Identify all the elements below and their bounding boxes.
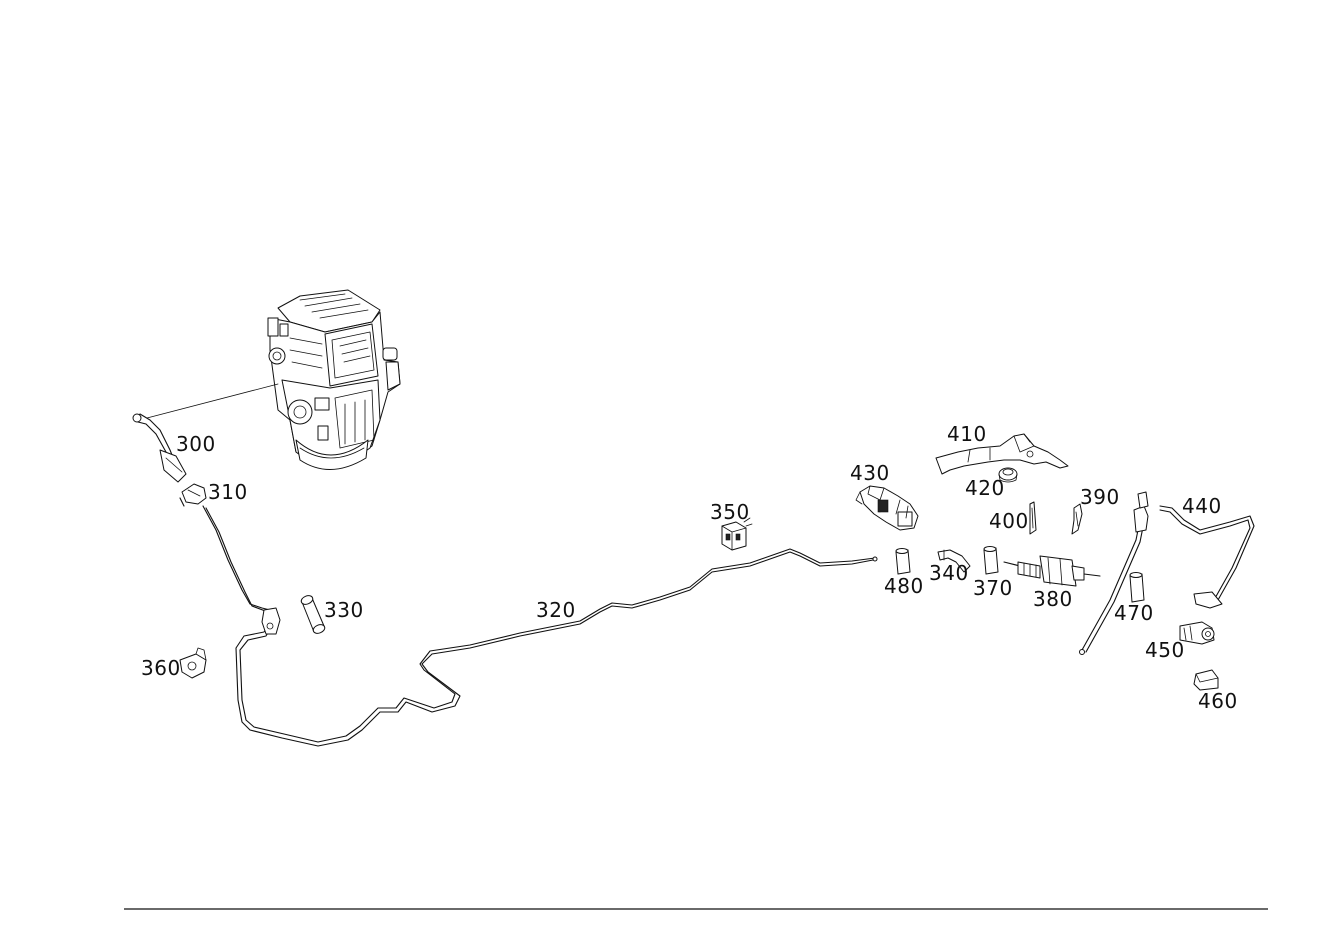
label-310: 310 [208,480,248,504]
part-450-glyph [1179,621,1215,645]
part-300-glyph [132,413,187,483]
label-440: 440 [1182,494,1222,518]
label-400: 400 [989,509,1029,533]
label-420: 420 [965,476,1005,500]
label-300: 300 [176,432,216,456]
part-410-glyph [935,433,1069,475]
part-480-glyph [895,548,911,575]
part-360-glyph [179,647,207,679]
rod-assembly [1079,491,1149,655]
part-420-glyph [998,467,1018,483]
label-390: 390 [1080,485,1120,509]
label-370: 370 [973,576,1013,600]
part-310-glyph [179,483,207,507]
heater-unit [146,289,401,470]
label-410: 410 [947,422,987,446]
part-460-glyph [1193,669,1219,691]
label-380: 380 [1033,587,1073,611]
label-450: 450 [1145,638,1185,662]
label-340: 340 [929,561,969,585]
part-470-glyph [1129,572,1145,603]
label-330: 330 [324,598,364,622]
label-320: 320 [536,598,576,622]
label-470: 470 [1114,601,1154,625]
label-360: 360 [141,656,181,680]
part-400-glyph [1029,501,1037,535]
part-430-glyph [855,485,919,531]
callout-labels: 300 310 320 330 340 350 360 370 380 390 … [141,422,1238,713]
part-440-glyph [1159,505,1255,609]
label-430: 430 [850,461,890,485]
label-480: 480 [884,574,924,598]
part-330-glyph [300,595,326,634]
label-460: 460 [1198,689,1238,713]
label-350: 350 [710,500,750,524]
part-350-glyph [721,517,753,551]
part-370-glyph [983,546,999,575]
part-340-glyph [937,549,971,573]
part-320-fuel-line [202,505,878,747]
part-380-glyph [1003,555,1101,587]
part-390-glyph [1071,503,1083,535]
